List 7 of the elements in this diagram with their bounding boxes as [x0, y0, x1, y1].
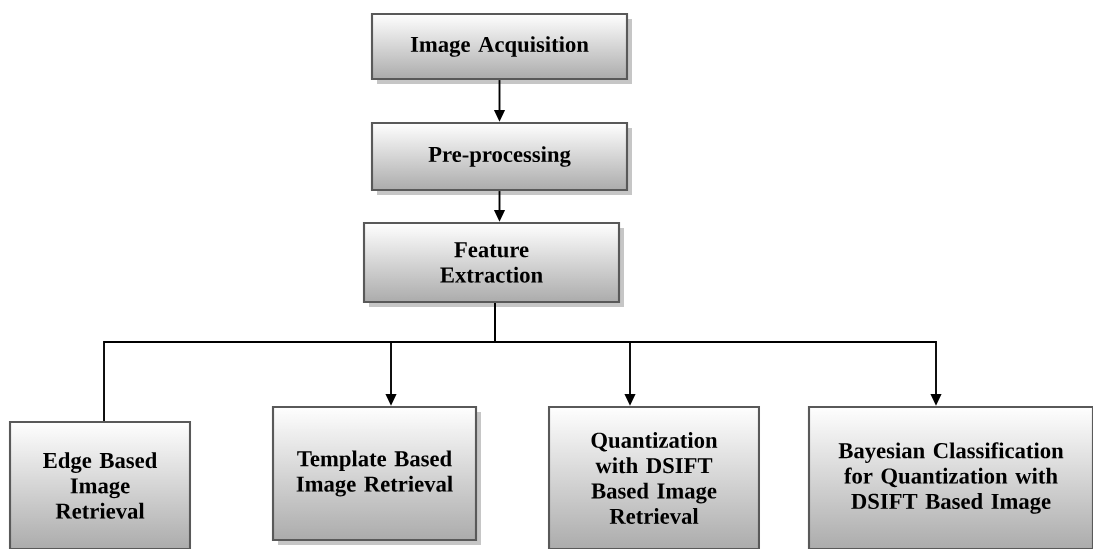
process-box: Quantization with DSIFT Based Image Retrieval [547, 405, 761, 549]
process-box: Image Acquisition [370, 12, 632, 84]
process-box: Edge Based Image Retrieval [8, 420, 192, 549]
process-box: Feature Extraction [362, 221, 624, 307]
process-box: Template Based Image Retrieval [271, 405, 481, 545]
process-box: Bayesian Classification for Quantization with DSIFT Based Image [807, 405, 1093, 549]
process-box: Pre-processing [370, 121, 632, 195]
